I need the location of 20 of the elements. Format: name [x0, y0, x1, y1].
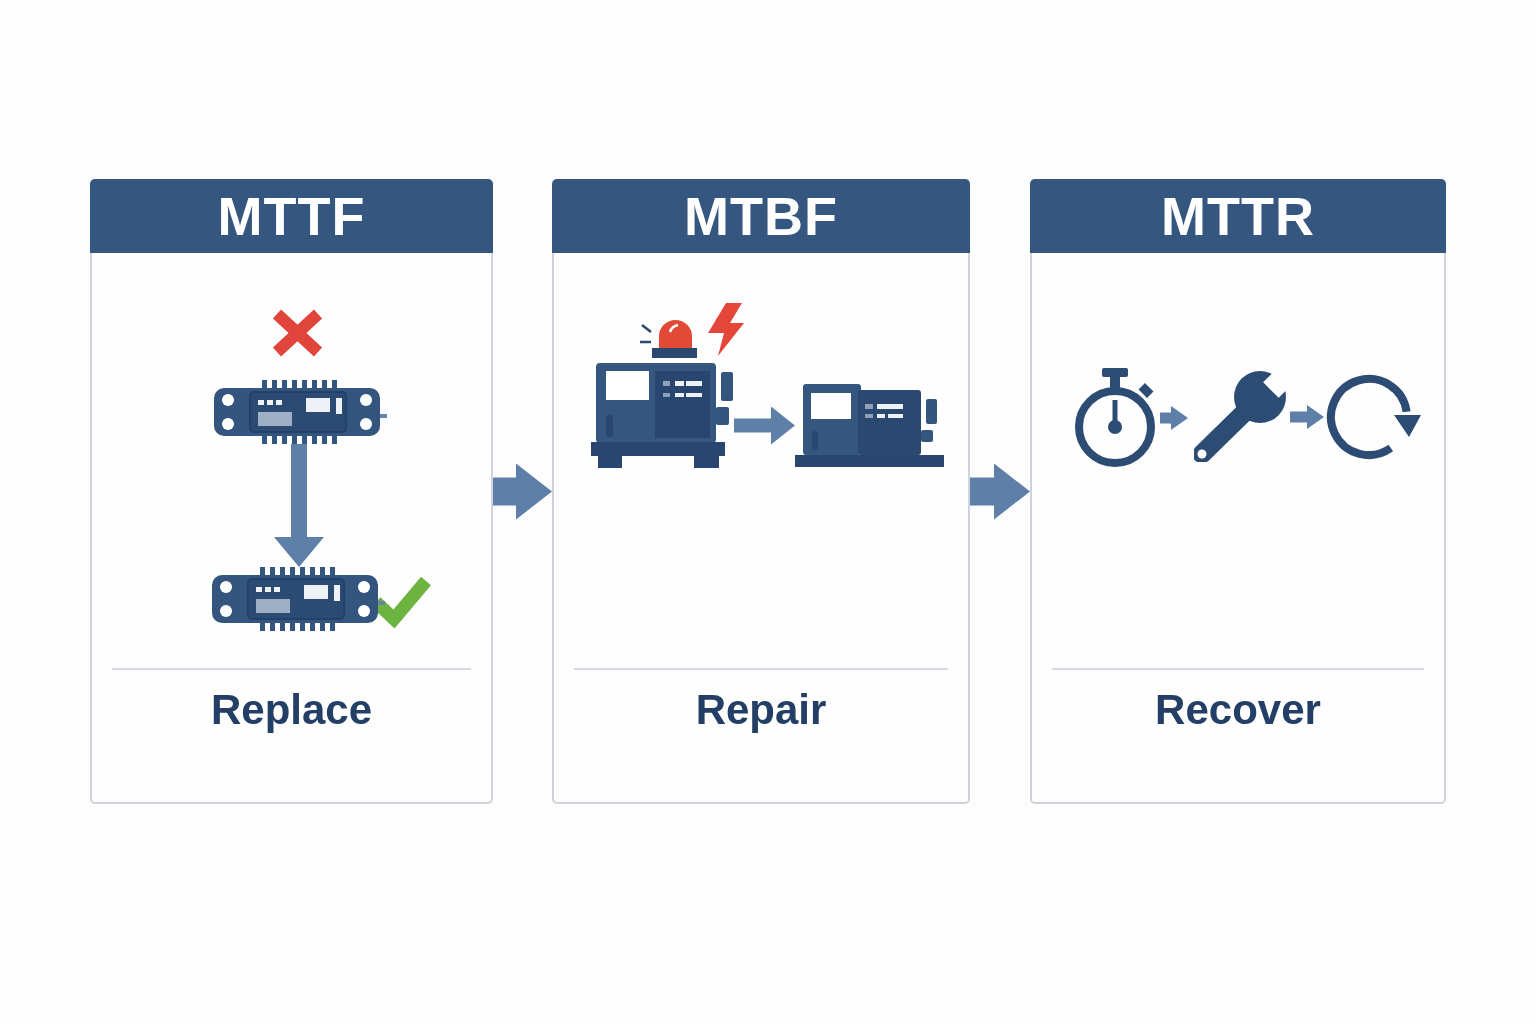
- panel-header: MTTF: [90, 179, 493, 253]
- panel-card: [90, 179, 493, 804]
- refresh-icon: [1324, 374, 1422, 460]
- panel-card: [552, 179, 970, 804]
- circuit-board-icon: [212, 380, 388, 444]
- step-label: Replace: [210, 686, 373, 734]
- machine-icon: [795, 384, 944, 467]
- panel-header: MTBF: [552, 179, 970, 253]
- arrow: [274, 444, 324, 567]
- circuit-board-icon: [210, 567, 386, 631]
- machine-with-beacon-icon: [590, 320, 734, 468]
- arrow: [734, 406, 795, 445]
- step-label: Recover: [1155, 686, 1321, 734]
- arrow: [1290, 405, 1324, 429]
- arrow: [970, 463, 1030, 520]
- step-label: Repair: [695, 686, 827, 734]
- arrow: [493, 463, 552, 520]
- panel-header: MTTR: [1030, 179, 1446, 253]
- panel-card: [1030, 179, 1446, 804]
- arrow: [1160, 406, 1188, 430]
